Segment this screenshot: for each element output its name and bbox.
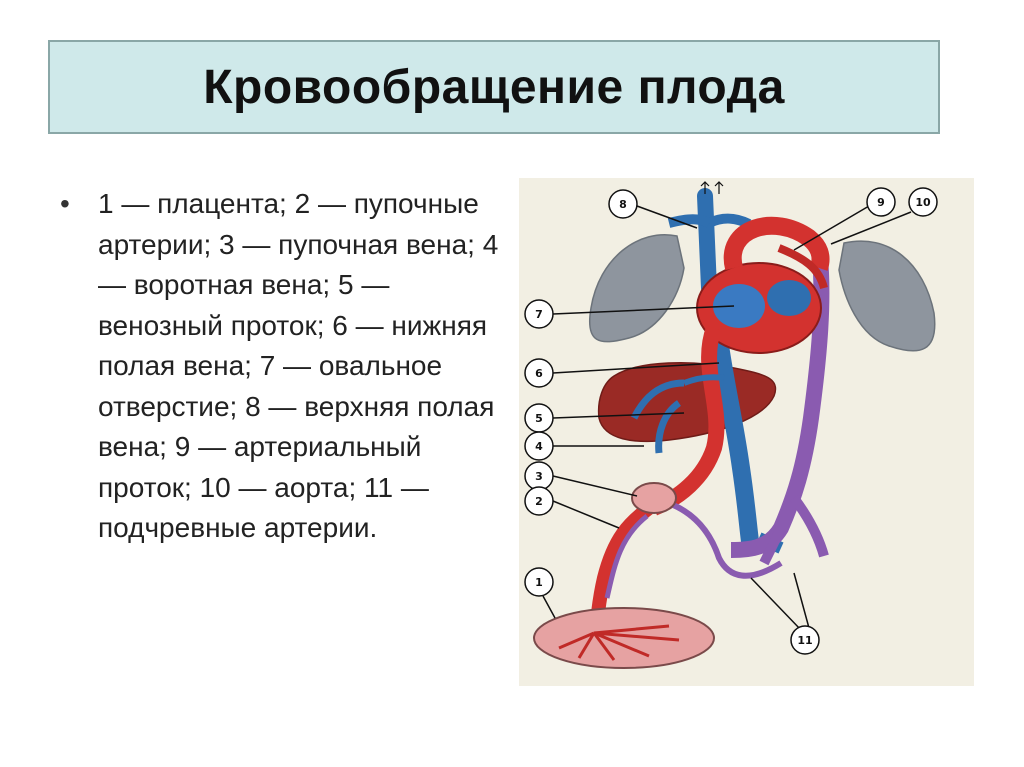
left-lung <box>588 234 685 343</box>
aortic-arch <box>723 216 830 271</box>
label-11: 11 <box>750 572 820 655</box>
label-9: 9 <box>793 187 896 251</box>
title-banner: Кровообращение плода <box>48 40 940 134</box>
svg-text:10: 10 <box>915 196 931 209</box>
bullet-mark: • <box>60 188 70 219</box>
iliac-branches <box>759 495 829 566</box>
svg-text:11: 11 <box>797 634 812 647</box>
label-1: 1 <box>524 567 556 619</box>
svg-text:7: 7 <box>535 308 543 321</box>
label-4: 4 <box>524 431 644 461</box>
svg-text:4: 4 <box>535 440 543 453</box>
label-8: 8 <box>608 189 698 229</box>
right-lung <box>838 240 936 352</box>
label-7: 7 <box>524 299 735 329</box>
top-arrows <box>700 181 724 194</box>
svg-text:6: 6 <box>535 367 543 380</box>
heart-left-chamber <box>767 280 811 316</box>
label-2: 2 <box>524 486 620 529</box>
label-5: 5 <box>524 403 685 433</box>
placenta-vessels <box>558 624 680 661</box>
portal-vein <box>630 379 685 454</box>
svg-text:9: 9 <box>877 196 885 209</box>
ductus-venosus <box>682 374 725 386</box>
umbilical-vein <box>650 325 725 516</box>
svg-text:5: 5 <box>535 412 543 425</box>
label-10: 10 <box>830 187 938 245</box>
inferior-vena-cava <box>710 336 760 550</box>
label-6: 6 <box>524 358 720 388</box>
svg-text:3: 3 <box>535 470 543 483</box>
placenta <box>533 607 715 669</box>
liver <box>597 361 777 443</box>
heart-right-chamber <box>713 284 765 328</box>
svg-text:1: 1 <box>535 576 543 589</box>
legend-text: 1 — плацента; 2 — пупочные артерии; 3 — … <box>98 188 499 543</box>
umbilical-artery-purple <box>658 497 783 579</box>
fetal-circulation-diagram: 8 9 10 7 6 5 4 <box>519 178 974 686</box>
umbilicus <box>631 482 677 514</box>
slide-title: Кровообращение плода <box>203 60 785 114</box>
svg-text:2: 2 <box>535 495 543 508</box>
superior-vena-cava <box>697 188 717 296</box>
umbilical-artery-purple-2 <box>604 514 649 599</box>
svg-text:8: 8 <box>619 198 627 211</box>
ductus-arteriosus <box>777 244 828 290</box>
diagram-svg: 8 9 10 7 6 5 4 <box>524 181 938 669</box>
legend-block: • 1 — плацента; 2 — пупочные артерии; 3 … <box>60 184 500 549</box>
